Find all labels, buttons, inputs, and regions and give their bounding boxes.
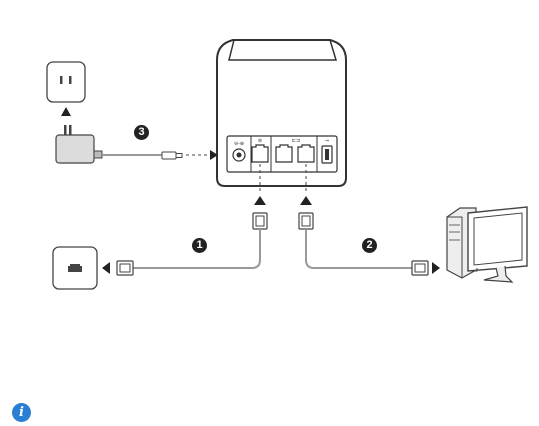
svg-text:⊏⊐: ⊏⊐ xyxy=(292,138,300,144)
power-jack: ⊖-⊕ xyxy=(233,141,245,161)
info-icon: i xyxy=(12,403,31,422)
ethernet-plug-icon xyxy=(253,213,267,229)
arrow-icon xyxy=(432,262,440,274)
ethernet-plug-icon xyxy=(299,213,313,229)
step-badge-1: 1 xyxy=(192,238,207,253)
arrow-icon xyxy=(61,107,71,116)
arrow-icon xyxy=(300,196,312,205)
router-icon: ⊖-⊕ ⊚ ⊏⊐ ⇝ xyxy=(217,40,346,186)
dc-plug xyxy=(162,152,182,159)
step-badge-3: 3 xyxy=(134,125,149,140)
step-badge-2: 2 xyxy=(362,238,377,253)
svg-text:⊖-⊕: ⊖-⊕ xyxy=(234,141,244,147)
lan-port-1 xyxy=(276,145,292,162)
wall-lan-jack-icon xyxy=(53,247,97,289)
arrow-icon xyxy=(254,196,266,205)
power-adapter-icon xyxy=(56,125,102,163)
arrow-icon xyxy=(102,262,110,274)
ethernet-plug-icon xyxy=(117,261,133,275)
power-outlet-icon xyxy=(47,62,85,102)
ethernet-plug-icon xyxy=(412,261,428,275)
desktop-computer-icon xyxy=(447,207,527,282)
svg-text:⇝: ⇝ xyxy=(325,138,329,144)
svg-text:⊚: ⊚ xyxy=(258,138,262,144)
